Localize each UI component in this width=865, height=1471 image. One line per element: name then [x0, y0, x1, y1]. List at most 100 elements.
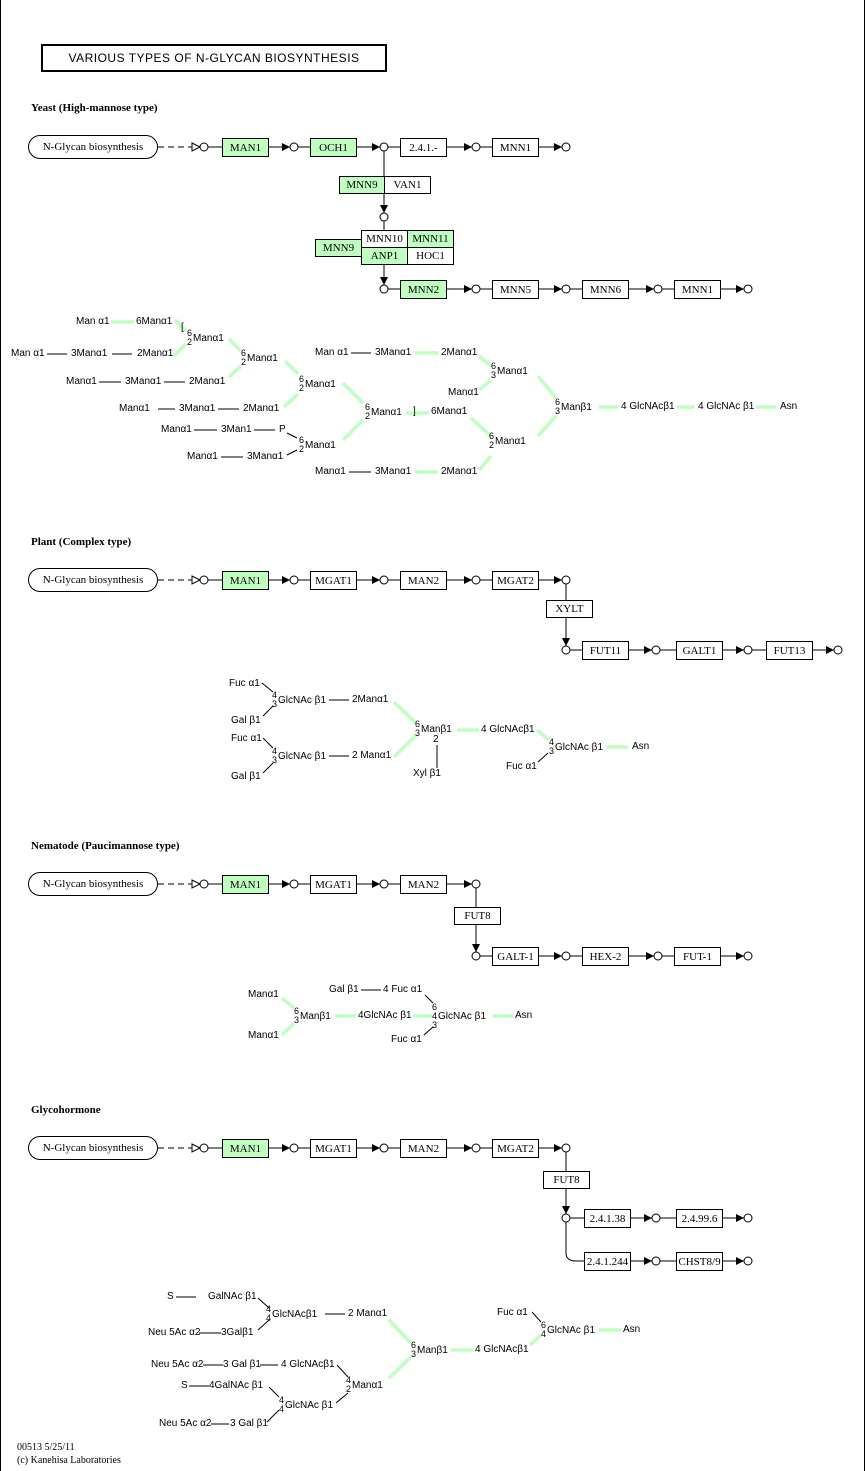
enzyme-box-mgat1[interactable]: MGAT1 — [310, 875, 357, 894]
enzyme-box-hex-2[interactable]: HEX-2 — [582, 947, 629, 966]
linkage-position: 6 — [432, 1001, 438, 1012]
glycan-residue-label: Manα1 — [305, 439, 336, 451]
glycan-link-line — [262, 705, 274, 717]
glycan-residue-label: Man α1 — [76, 316, 110, 327]
map-link-n-glycan-biosynthesis[interactable]: N-Glycan biosynthesis — [28, 872, 158, 896]
enzyme-box-mnn11[interactable]: MNN11 — [407, 230, 454, 248]
enzyme-box-man1[interactable]: MAN1 — [222, 571, 269, 590]
linkage-position: 6 — [187, 328, 193, 338]
enzyme-box-man1[interactable]: MAN1 — [222, 875, 269, 894]
compound-node — [743, 645, 753, 655]
enzyme-box-fut8[interactable]: FUT8 — [543, 1171, 590, 1189]
glycan-residue-label: 3 Gal β1 — [230, 1418, 268, 1429]
enzyme-box-van1[interactable]: VAN1 — [384, 176, 431, 194]
section-heading-yeast: Yeast (High-mannose type) — [31, 102, 158, 114]
glycan-residue-label: 4 GlcNAcβ1 — [281, 1359, 335, 1370]
glycan-residue-label: Neu 5Ac α2 — [159, 1418, 212, 1429]
enzyme-box-mnn9[interactable]: MNN9 — [315, 239, 362, 257]
glycan-residue-label: Fuc α1 — [391, 1034, 422, 1045]
glycan-residue-label: Manα1 — [305, 378, 336, 390]
enzyme-box-man2[interactable]: MAN2 — [400, 571, 447, 590]
enzyme-box-mgat2[interactable]: MGAT2 — [492, 571, 539, 590]
map-link-n-glycan-biosynthesis[interactable]: N-Glycan biosynthesis — [28, 135, 158, 159]
glycan-residue-label: Fuc α1 — [231, 733, 262, 744]
arrow-head-icon — [282, 880, 290, 888]
linkage-position: 4 — [279, 1395, 285, 1405]
arrow-head-icon — [464, 285, 472, 293]
glycan-link-line — [423, 1026, 434, 1036]
glycan-residue-label: GlcNAc β1 — [438, 1010, 486, 1022]
glycan-residue-label: GlcNAc β1 — [278, 694, 326, 706]
enzyme-box-mnn9[interactable]: MNN9 — [339, 176, 385, 194]
compound-node — [199, 879, 209, 889]
enzyme-box-mgat1[interactable]: MGAT1 — [310, 571, 357, 590]
glycan-residue-label: Manα1 — [161, 424, 192, 435]
glycan-link-line — [286, 432, 298, 439]
compound-node — [471, 575, 481, 585]
enzyme-box-fut11[interactable]: FUT11 — [582, 641, 629, 660]
glycan-residue-label: Asn — [623, 1324, 641, 1335]
enzyme-box-mnn1[interactable]: MNN1 — [674, 280, 721, 299]
linkage-position: 2 — [489, 440, 495, 450]
enzyme-box-fut13[interactable]: FUT13 — [766, 641, 813, 660]
enzyme-box-man1[interactable]: MAN1 — [222, 138, 269, 157]
map-link-n-glycan-biosynthesis[interactable]: N-Glycan biosynthesis — [28, 1136, 158, 1160]
enzyme-box-2-4-1-38[interactable]: 2.4.1.38 — [584, 1209, 631, 1228]
arrow-head-icon — [464, 143, 472, 151]
enzyme-box-mgat1[interactable]: MGAT1 — [310, 1139, 357, 1158]
glycan-bond — [392, 733, 418, 759]
enzyme-box-och1[interactable]: OCH1 — [310, 138, 357, 157]
arrow-head-icon — [736, 646, 744, 654]
enzyme-box-2-4-1-[interactable]: 2.4.1.- — [400, 138, 447, 157]
arrow-head-icon — [372, 576, 380, 584]
enzyme-box-fut8[interactable]: FUT8 — [454, 907, 501, 925]
compound-node — [471, 1143, 481, 1153]
enzyme-box-man1[interactable]: MAN1 — [222, 1139, 269, 1158]
linkage-position: 3 — [272, 755, 278, 765]
section-heading-nematode: Nematode (Paucimannose type) — [31, 840, 180, 852]
enzyme-box-chst8-9[interactable]: CHST8/9 — [676, 1252, 723, 1271]
map-link-n-glycan-biosynthesis[interactable]: N-Glycan biosynthesis — [28, 568, 158, 592]
enzyme-box-mnn5[interactable]: MNN5 — [492, 280, 539, 299]
glycan-residue-label: 2Manα1 — [352, 694, 389, 705]
enzyme-box-mgat2[interactable]: MGAT2 — [492, 1139, 539, 1158]
arrow-head-icon — [372, 1144, 380, 1152]
glycan-bond — [387, 1355, 413, 1380]
enzyme-box-2-4-1-244[interactable]: 2.4.1.244 — [584, 1252, 631, 1271]
enzyme-box-galt1[interactable]: GALT1 — [676, 641, 723, 660]
enzyme-box-mnn6[interactable]: MNN6 — [582, 280, 629, 299]
glycan-residue-label: Manα1 — [187, 451, 218, 462]
linkage-position: 2 — [241, 357, 247, 367]
glycan-residue-label: 3Man1 — [221, 424, 252, 435]
enzyme-box-galt-1[interactable]: GALT-1 — [492, 947, 539, 966]
enzyme-box-mnn10[interactable]: MNN10 — [361, 230, 408, 248]
enzyme-box-hoc1[interactable]: HOC1 — [407, 247, 454, 265]
enzyme-box-man2[interactable]: MAN2 — [400, 1139, 447, 1158]
enzyme-box-xylt[interactable]: XYLT — [546, 600, 593, 618]
enzyme-box-2-4-99-6[interactable]: 2.4.99.6 — [676, 1209, 723, 1228]
enzyme-box-mnn1[interactable]: MNN1 — [492, 138, 539, 157]
enzyme-box-mnn2[interactable]: MNN2 — [400, 280, 447, 299]
glycan-residue-label: Asn — [515, 1010, 533, 1021]
enzyme-box-fut-1[interactable]: FUT-1 — [674, 947, 721, 966]
glycan-residue-label: Manα1 — [495, 435, 526, 447]
glycan-residue-label: S — [181, 1380, 188, 1391]
enzyme-box-anp1[interactable]: ANP1 — [361, 247, 408, 265]
glycan-residue-label: Asn — [632, 741, 650, 752]
enzyme-box-man2[interactable]: MAN2 — [400, 875, 447, 894]
glycan-residue-label: Manα1 — [248, 1030, 279, 1041]
glycan-residue-label: Xyl β1 — [413, 768, 441, 779]
